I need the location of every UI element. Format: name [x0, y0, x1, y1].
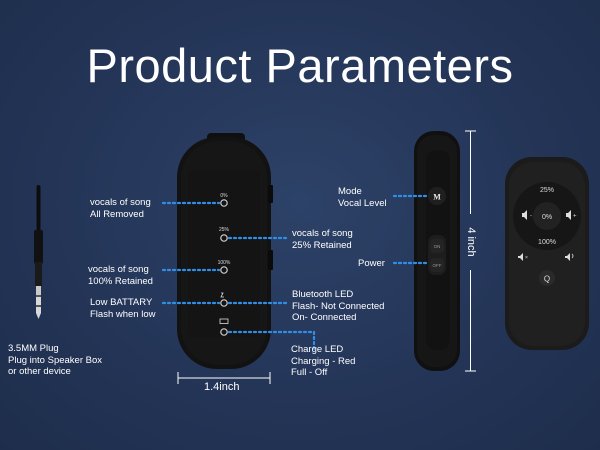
mute-icon: [518, 253, 523, 261]
audio-plug-illustration: [34, 185, 43, 319]
label-vocals-removed: vocals of song All Removed: [90, 197, 151, 220]
led-label-0: 0%: [220, 193, 228, 199]
label-bluetooth-led: Bluetooth LED Flash- Not Connected On- C…: [292, 289, 385, 323]
label-mode: Mode Vocal Level: [338, 186, 387, 209]
height-dimension-label: 4 inch: [465, 227, 477, 257]
svg-text:+: +: [573, 214, 577, 220]
side-device-illustration: M ON OFF: [414, 131, 460, 371]
volume-down-icon: [522, 210, 527, 220]
remote-center-label: 0%: [542, 214, 552, 221]
mode-key-label: M: [433, 193, 441, 202]
switch-on-label: ON: [434, 244, 441, 249]
remote-bottom-label: 100%: [538, 239, 556, 246]
svg-text:-: -: [530, 214, 532, 220]
switch-off-label: OFF: [433, 263, 442, 268]
volume-up-icon: [566, 210, 571, 220]
battery-icon: [219, 318, 229, 324]
bluetooth-icon: [220, 292, 224, 298]
led-label-100: 100%: [218, 260, 231, 266]
speaker-icon: [565, 253, 570, 261]
remote-top-label: 25%: [540, 187, 554, 194]
page-title: Product Parameters: [86, 39, 514, 92]
front-device-illustration: 0% 25% 100%: [177, 133, 273, 369]
label-vocals-100: vocals of song 100% Retained: [88, 264, 153, 287]
dimension-lines: [177, 130, 476, 384]
remote-q-label: Q: [544, 275, 550, 284]
width-dimension-label: 1.4inch: [204, 381, 240, 393]
label-vocals-25: vocals of song 25% Retained: [292, 228, 353, 251]
plug-label: 3.5MM Plug Plug into Speaker Box or othe…: [8, 343, 103, 377]
label-charge-led: Charge LED Charging - Red Full - Off: [291, 344, 356, 378]
led-label-25: 25%: [219, 227, 230, 233]
remote-illustration: 25% 0% 100% - + × Q: [505, 157, 589, 350]
callout-lines: [161, 194, 429, 354]
svg-text:×: ×: [525, 255, 528, 261]
label-power: Power: [358, 258, 385, 269]
label-low-battery: Low BATTARY Flash when low: [90, 297, 156, 320]
